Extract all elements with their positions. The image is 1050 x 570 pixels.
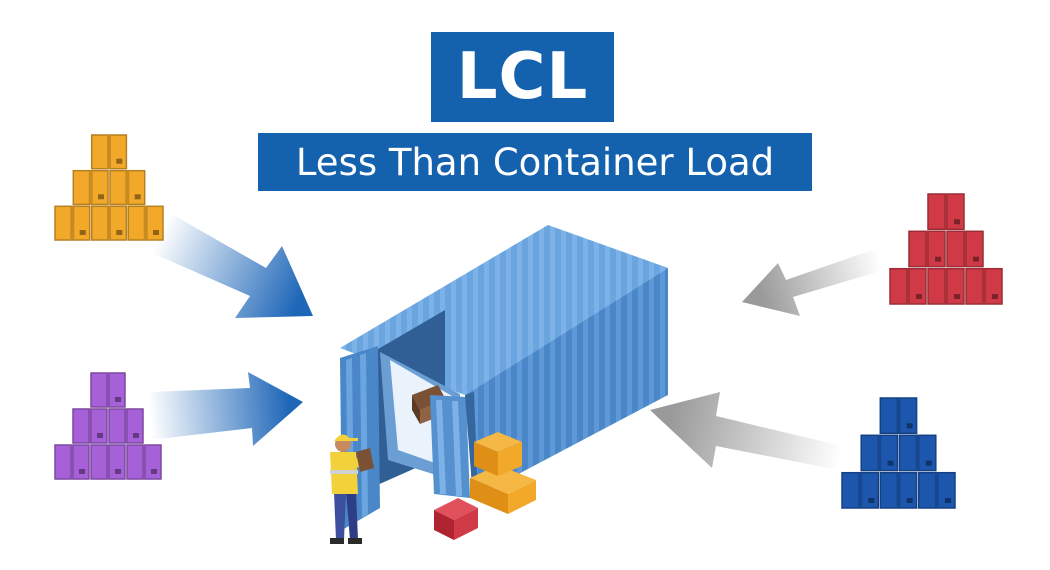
orange-shipment-box-tape bbox=[125, 171, 129, 205]
orange-shipment-box-label bbox=[135, 194, 141, 199]
red-shipment-box-label bbox=[954, 219, 960, 224]
blue-shipment-box-tape bbox=[897, 398, 901, 433]
red-shipment-box-tape bbox=[944, 194, 948, 229]
blue-shipment-box-label bbox=[945, 498, 951, 503]
red-shipment-box-label bbox=[935, 257, 941, 262]
purple-shipment-box-label bbox=[79, 469, 85, 474]
purple-shipment-box-tape bbox=[70, 445, 74, 479]
purple-shipment-box-label bbox=[151, 469, 157, 474]
blue-shipment-box-tape bbox=[858, 473, 862, 508]
blue-shipment-box-tape bbox=[897, 473, 901, 508]
arrow-from-orange bbox=[150, 212, 313, 318]
red-shipment-box-label bbox=[973, 257, 979, 262]
purple-shipment-box-tape bbox=[142, 445, 146, 479]
red-shipment-box-tape bbox=[982, 269, 986, 304]
blue-shipment-box-label bbox=[907, 423, 913, 428]
arrow-from-red bbox=[742, 248, 884, 316]
purple-shipment-box-label bbox=[133, 433, 139, 438]
red-box bbox=[434, 498, 478, 540]
purple-shipment-box-tape bbox=[106, 373, 110, 407]
purple-shipment-box-tape bbox=[124, 409, 128, 443]
red-shipment-box-label bbox=[916, 294, 922, 299]
orange-shipment-box-label bbox=[116, 230, 122, 235]
red-shipment-pyramid bbox=[890, 194, 1002, 304]
blue-shipment-box-label bbox=[888, 461, 894, 466]
blue-shipment-box-label bbox=[926, 461, 932, 466]
purple-shipment-box-tape bbox=[106, 445, 110, 479]
purple-shipment-box-label bbox=[115, 397, 121, 402]
blue-shipment-box-label bbox=[868, 498, 874, 503]
blue-shipment-box-tape bbox=[935, 473, 939, 508]
red-shipment-box-label bbox=[992, 294, 998, 299]
red-shipment-box-tape bbox=[944, 269, 948, 304]
blue-shipment-box-tape bbox=[916, 435, 920, 470]
red-shipment-box-label bbox=[954, 294, 960, 299]
purple-shipment-box-label bbox=[97, 433, 103, 438]
orange-shipment-pyramid bbox=[55, 135, 163, 240]
blue-shipment-box-tape bbox=[877, 435, 881, 470]
orange-shipment-box-tape bbox=[144, 206, 148, 240]
arrow-from-blue bbox=[650, 392, 842, 470]
red-shipment-box-tape bbox=[925, 231, 929, 266]
orange-shipment-box-label bbox=[80, 230, 86, 235]
blue-shipment-pyramid bbox=[842, 398, 955, 508]
red-shipment-box-tape bbox=[963, 231, 967, 266]
orange-shipment-box-tape bbox=[70, 206, 74, 240]
purple-shipment-box-tape bbox=[88, 409, 92, 443]
orange-shipment-box-tape bbox=[107, 206, 111, 240]
purple-shipment-pyramid bbox=[55, 373, 161, 479]
purple-shipment-box-label bbox=[115, 469, 121, 474]
orange-shipment-box-label bbox=[116, 159, 122, 164]
red-shipment-box-tape bbox=[906, 269, 910, 304]
arrow-from-purple bbox=[150, 372, 303, 446]
orange-shipment-box-label bbox=[98, 194, 104, 199]
blue-shipment-box-label bbox=[907, 498, 913, 503]
orange-shipment-box-tape bbox=[107, 135, 111, 169]
orange-shipment-box-tape bbox=[89, 171, 93, 205]
